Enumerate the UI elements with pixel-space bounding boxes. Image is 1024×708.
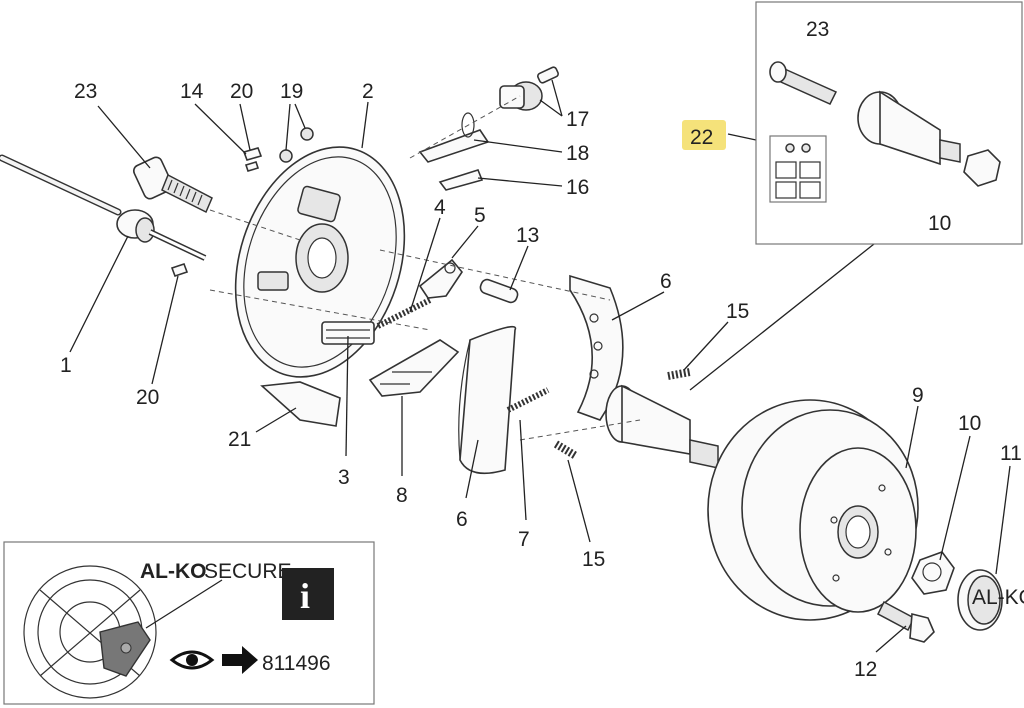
callout-20-bottom: 20 [136, 386, 159, 409]
callout-18: 18 [566, 142, 589, 165]
callout-labels: 23 14 20 19 2 17 18 16 4 5 13 6 15 1 20 … [60, 18, 1022, 681]
dust-shield [260, 381, 341, 427]
secure-inset: AL-KO SECURE i 811496 [3, 541, 375, 705]
small-clips [170, 127, 314, 278]
adjuster-parts [418, 66, 559, 191]
callout-10-drum: 10 [958, 412, 981, 435]
secure-label: SECURE [204, 560, 292, 583]
leader-lines [69, 79, 1011, 653]
callout-13: 13 [516, 224, 539, 247]
kit-box-22 [755, 1, 1023, 245]
callout-3: 3 [338, 466, 350, 489]
callout-12: 12 [854, 658, 877, 681]
hub-nut [911, 551, 955, 595]
part-number: 811496 [262, 652, 331, 675]
callout-10-kit: 10 [928, 212, 951, 235]
callout-6-left: 6 [456, 508, 468, 531]
arrow-right-icon [222, 646, 258, 674]
callout-6-right: 6 [660, 270, 672, 293]
bolt-23-left [132, 156, 213, 214]
brake-cable [0, 154, 207, 261]
info-icon [282, 568, 334, 620]
callout-8: 8 [396, 484, 408, 507]
spindle [605, 384, 719, 469]
hub-cap-logo: AL-KO [972, 586, 1024, 609]
callout-1: 1 [60, 354, 72, 377]
callout-5: 5 [474, 204, 486, 227]
callout-4: 4 [434, 196, 446, 219]
backing-plate [234, 146, 406, 378]
bracket-8 [368, 339, 460, 397]
callout-11: 11 [1000, 442, 1022, 465]
assembly-lines [209, 95, 641, 441]
springs [506, 368, 691, 460]
callout-16: 16 [566, 176, 589, 199]
brake-shoe-left [458, 325, 517, 475]
lever-and-spring [376, 258, 519, 329]
alko-brand: AL-KO [140, 560, 207, 583]
callout-9: 9 [912, 384, 924, 407]
callout-23-kit: 23 [806, 18, 829, 41]
hub-cap: AL-KO [957, 569, 1024, 631]
brake-drum [707, 399, 919, 621]
callout-7: 7 [518, 528, 530, 551]
wheel-bolt [877, 600, 935, 643]
callout-20-top: 20 [230, 80, 253, 103]
callout-14: 14 [180, 80, 204, 103]
svg-text:i: i [300, 576, 310, 616]
callout-19: 19 [280, 80, 303, 103]
callout-23-left: 23 [74, 80, 97, 103]
brake-shoe-right [569, 274, 624, 421]
callout-15-upper: 15 [726, 300, 749, 323]
callout-15-lower: 15 [582, 548, 605, 571]
eye-icon [169, 650, 215, 670]
callout-22-highlight [682, 120, 726, 150]
callout-22: 22 [690, 126, 713, 149]
callout-2: 2 [362, 80, 374, 103]
callout-21: 21 [228, 428, 251, 451]
callout-17: 17 [566, 108, 589, 131]
